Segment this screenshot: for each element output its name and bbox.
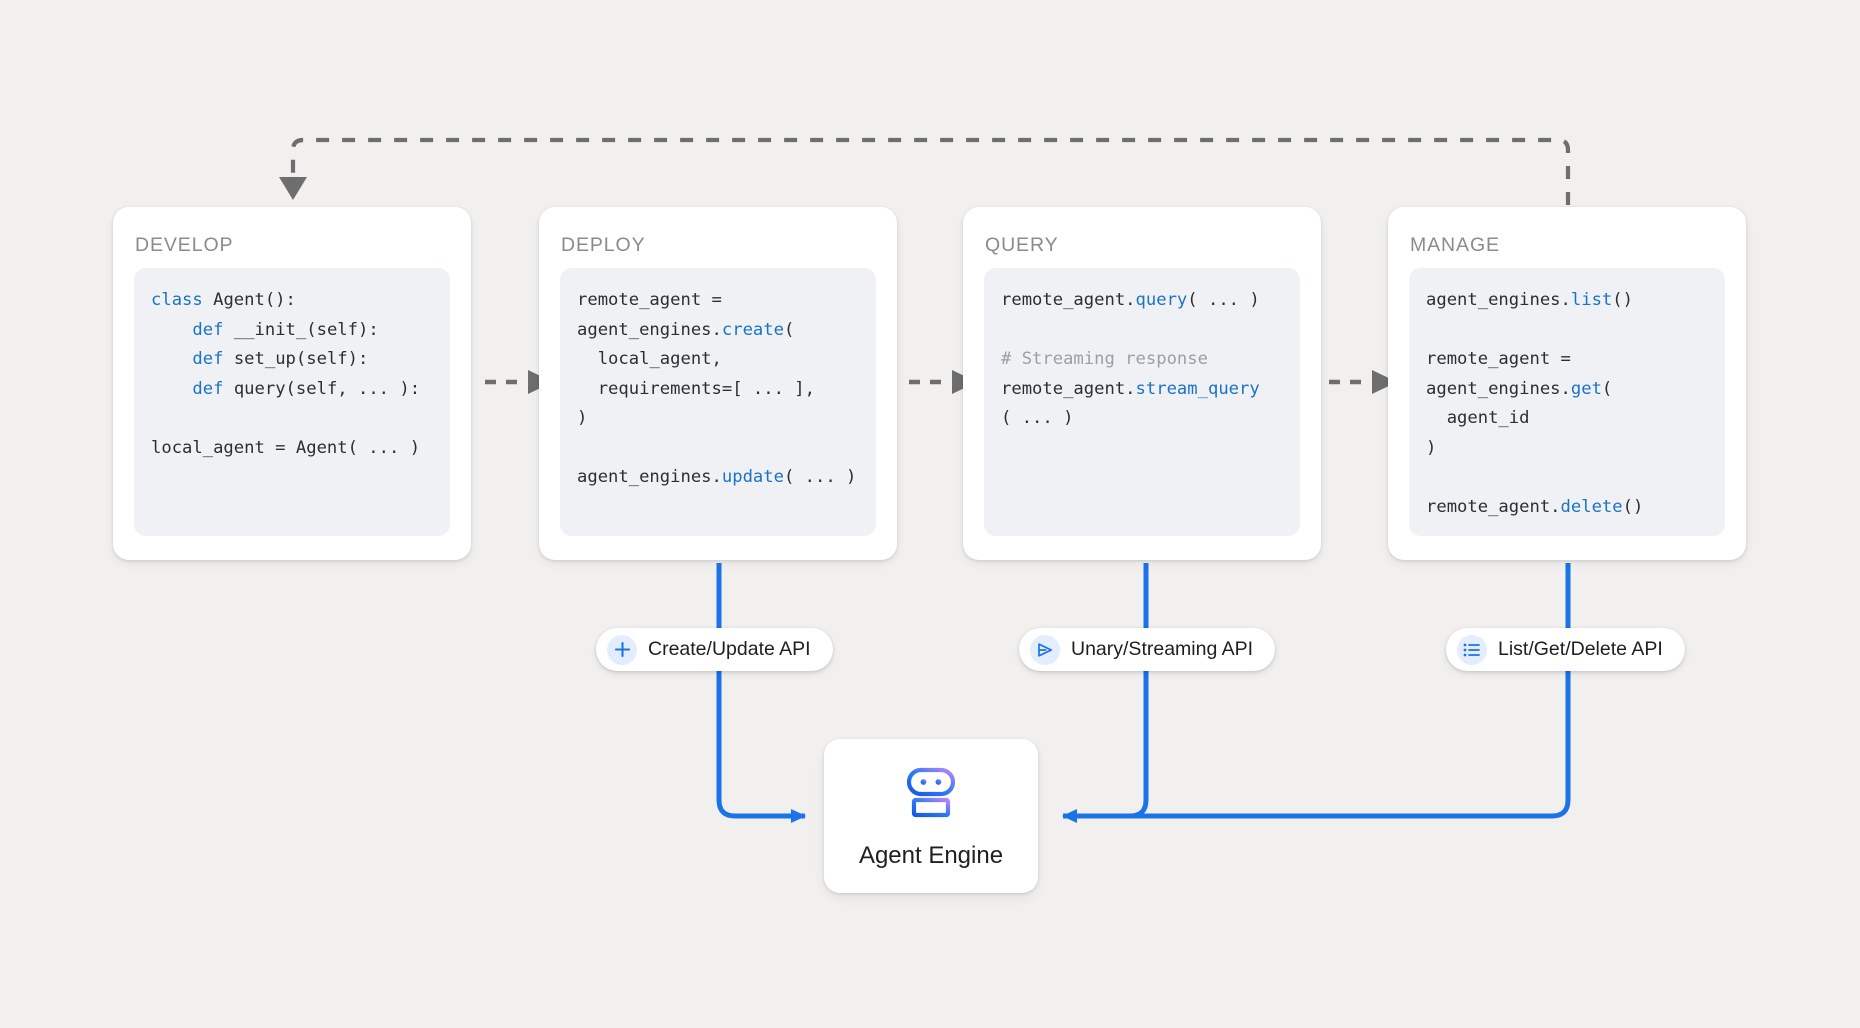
api-pill-label-list-get-delete: List/Get/Delete API: [1498, 638, 1663, 660]
code-block-deploy: remote_agent = agent_engines.create( loc…: [560, 268, 876, 536]
api-pill-unary-streaming[interactable]: Unary/Streaming API: [1019, 628, 1276, 671]
agent-engine-label: Agent Engine: [858, 842, 1004, 869]
card-title-query: QUERY: [985, 234, 1059, 256]
query-to-manage-arrow: [1329, 370, 1397, 394]
deploy-to-engine-wire: [716, 563, 806, 823]
robot-icon: [900, 762, 962, 824]
query-to-engine-wire: [1063, 563, 1149, 819]
code-block-manage: agent_engines.list() remote_agent = agen…: [1409, 268, 1725, 536]
stage-card-manage[interactable]: MANAGE agent_engines.list() remote_agent…: [1388, 207, 1746, 560]
api-pill-label-unary-streaming: Unary/Streaming API: [1071, 638, 1254, 660]
list-icon: [1457, 634, 1487, 665]
api-pill-create-update[interactable]: Create/Update API: [596, 628, 833, 671]
feedback-dashed-connector: [279, 137, 1571, 205]
stage-card-develop[interactable]: DEVELOP class Agent(): def __init_(self)…: [113, 207, 471, 560]
card-title-develop: DEVELOP: [135, 234, 234, 256]
card-title-manage: MANAGE: [1410, 234, 1500, 256]
send-triangle-icon: [1030, 634, 1060, 665]
code-block-develop: class Agent(): def __init_(self): def se…: [134, 268, 450, 536]
code-block-query: remote_agent.query( ... ) # Streaming re…: [984, 268, 1300, 536]
card-title-deploy: DEPLOY: [561, 234, 646, 256]
stage-card-deploy[interactable]: DEPLOY remote_agent = agent_engines.crea…: [539, 207, 897, 560]
manage-to-engine-wire: [1062, 563, 1571, 823]
stage-card-query[interactable]: QUERY remote_agent.query( ... ) # Stream…: [963, 207, 1321, 560]
api-pill-list-get-delete[interactable]: List/Get/Delete API: [1446, 628, 1685, 671]
plus-icon: [607, 634, 637, 665]
agent-engine-node[interactable]: Agent Engine: [824, 739, 1038, 893]
api-pill-label-create-update: Create/Update API: [648, 638, 811, 660]
